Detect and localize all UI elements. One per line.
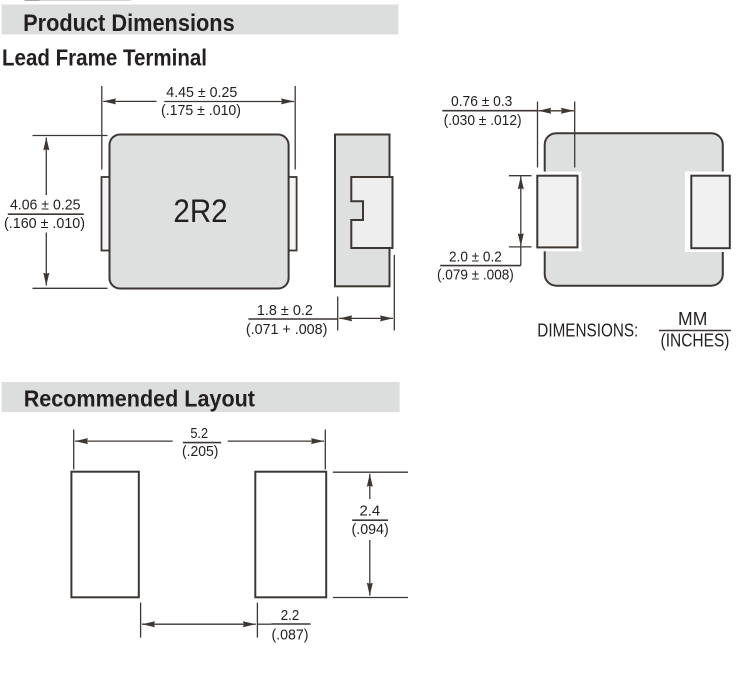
svg-text:2.4: 2.4	[359, 503, 380, 520]
svg-text:Recommended Layout: Recommended Layout	[24, 385, 256, 411]
svg-text:DIMENSIONS:: DIMENSIONS:	[537, 320, 638, 340]
svg-text:2.0 ± 0.2: 2.0 ± 0.2	[449, 249, 502, 266]
svg-text:(.087): (.087)	[272, 627, 309, 644]
svg-text:5.2: 5.2	[190, 425, 208, 442]
svg-text:Product Dimensions: Product Dimensions	[23, 10, 235, 37]
svg-text:4.45 ± 0.25: 4.45 ± 0.25	[166, 84, 237, 101]
svg-text:2R2: 2R2	[173, 193, 227, 229]
svg-text:1.8 ± 0.2: 1.8 ± 0.2	[257, 302, 313, 319]
svg-text:MM: MM	[678, 309, 707, 329]
svg-text:(.094): (.094)	[352, 521, 389, 538]
svg-text:4.06 ± 0.25: 4.06 ± 0.25	[10, 197, 81, 214]
svg-text:Lead Frame Terminal: Lead Frame Terminal	[2, 44, 207, 70]
svg-text:(.205): (.205)	[182, 443, 218, 460]
svg-text:2.2: 2.2	[281, 607, 300, 624]
svg-text:(.079 ± .008): (.079 ± .008)	[437, 267, 514, 284]
svg-text:(.160 ± .010): (.160 ± .010)	[4, 215, 85, 232]
svg-text:(.175 ± .010): (.175 ± .010)	[161, 102, 241, 119]
svg-text:(.030 ± .012): (.030 ± .012)	[444, 112, 522, 129]
svg-text:(.071 + .008): (.071 + .008)	[246, 321, 328, 338]
svg-text:0.76 ± 0.3: 0.76 ± 0.3	[451, 93, 512, 110]
svg-text:(INCHES): (INCHES)	[661, 331, 730, 351]
